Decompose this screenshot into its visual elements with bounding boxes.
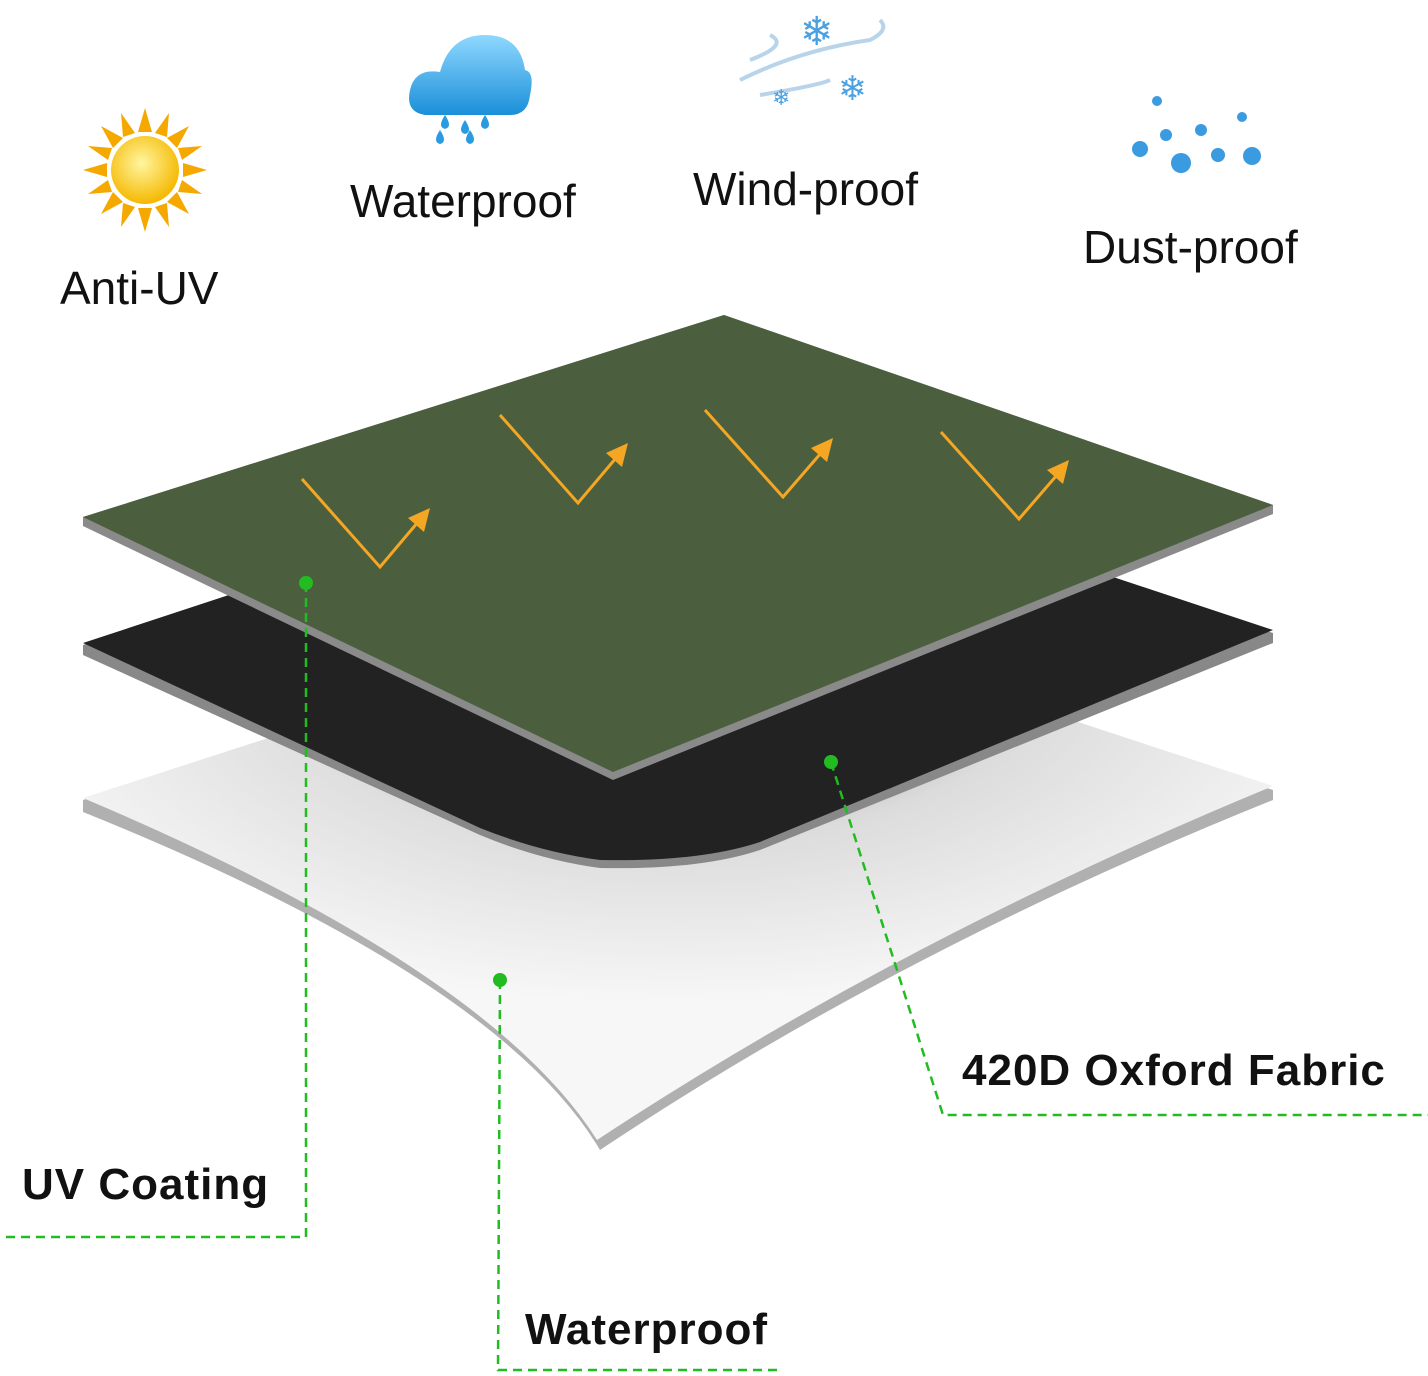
svg-text:❄: ❄ [800, 9, 834, 55]
svg-text:❄: ❄ [838, 69, 867, 109]
reflect-arrow [939, 430, 1059, 522]
wind-snow-icon: ❄ ❄ ❄ [739, 9, 886, 111]
uv-coating-layer [83, 315, 1273, 780]
uv-reflection-arrows [300, 408, 1059, 570]
feature-label-wind-proof: Wind-proof [693, 163, 918, 215]
leader-lines [0, 583, 1428, 1372]
svg-text:❄: ❄ [772, 86, 790, 111]
reflect-arrow [300, 478, 420, 570]
reflect-arrow [703, 408, 823, 500]
leader-uv-coating [0, 583, 308, 1239]
sun-icon [83, 108, 207, 232]
dust-particles-icon [1132, 96, 1261, 173]
layer-label-oxford-fabric: 420D Oxford Fabric [962, 1046, 1386, 1095]
feature-label-anti-uv: Anti-UV [60, 262, 219, 314]
rain-cloud-icon [409, 35, 532, 144]
leader-dots [299, 576, 838, 987]
arrow-heads [408, 438, 1069, 532]
leader-oxford-fabric [829, 761, 1428, 1117]
layer-label-waterproof: Waterproof [525, 1305, 769, 1354]
layer-label-uv-coating: UV Coating [22, 1160, 270, 1209]
leader-waterproof [496, 979, 780, 1372]
reflect-arrow [498, 414, 618, 506]
feature-label-dust-proof: Dust-proof [1083, 221, 1298, 273]
feature-label-waterproof: Waterproof [350, 175, 576, 227]
